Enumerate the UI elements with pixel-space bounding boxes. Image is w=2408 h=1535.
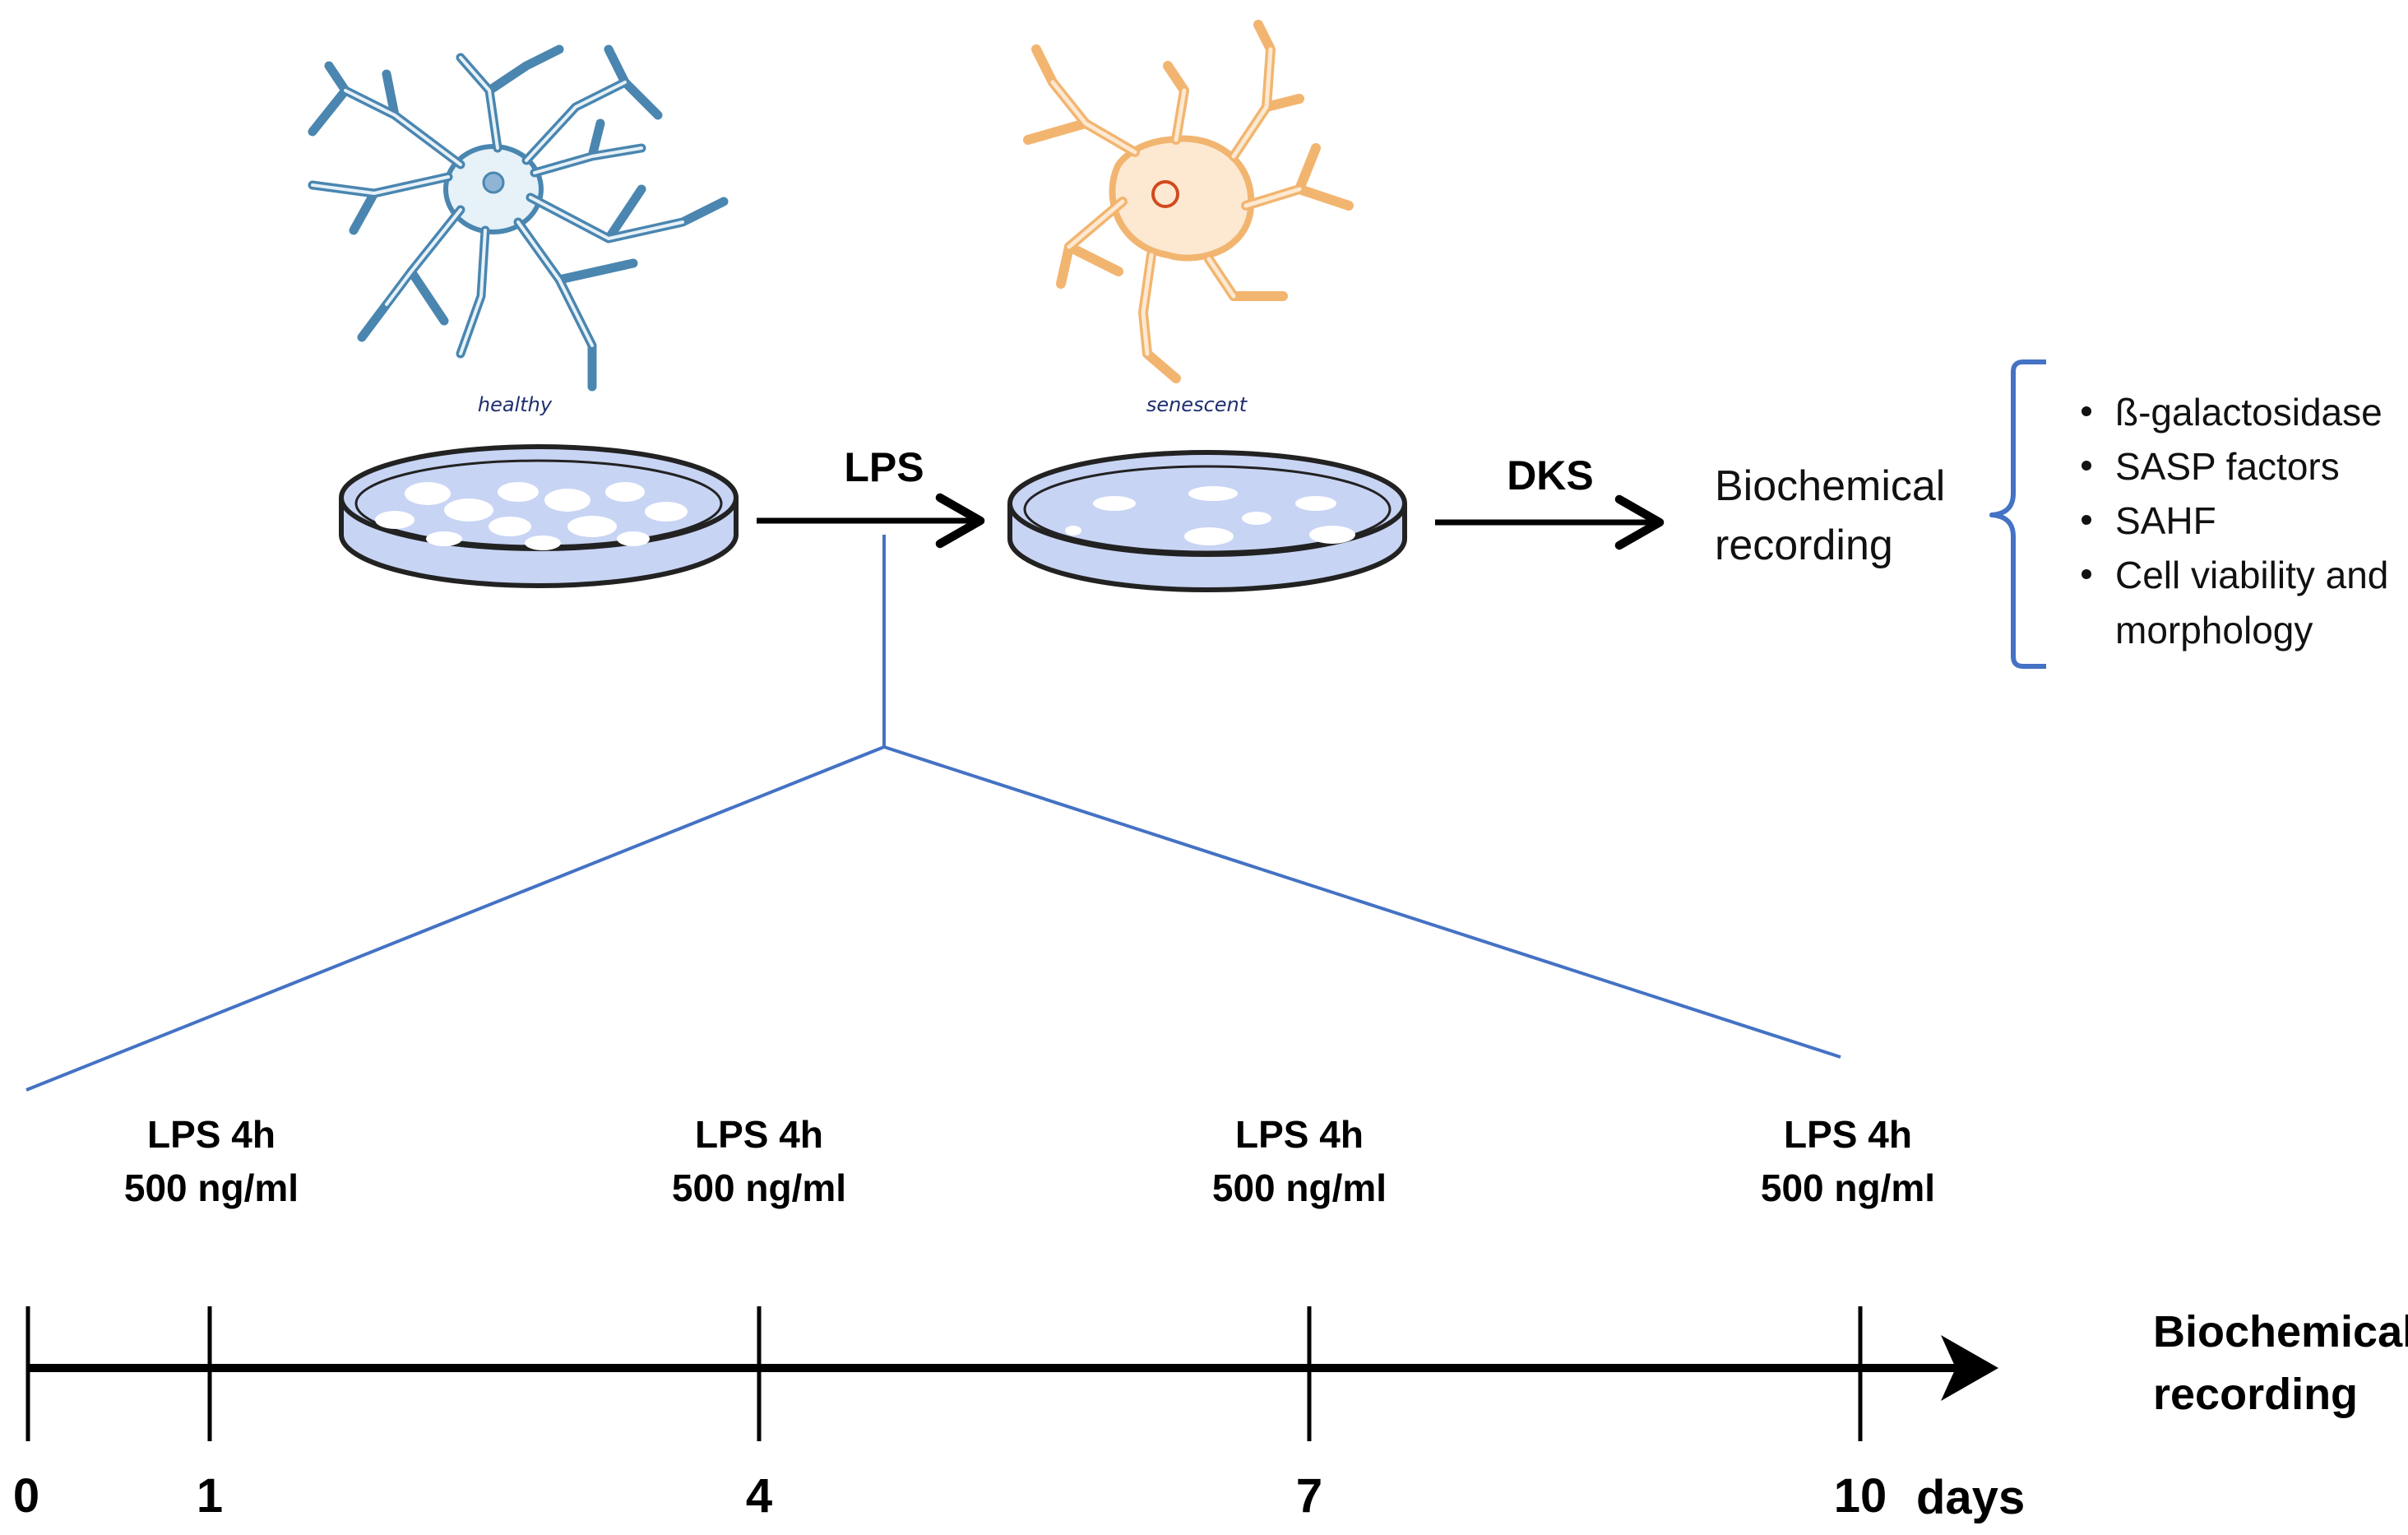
tick-label: 4 <box>746 1469 772 1523</box>
list-item-continuation: morphology <box>2115 609 2313 652</box>
dose-label-day1: LPS 4h 500 ng/ml <box>124 1113 299 1209</box>
svg-text:500 ng/ml: 500 ng/ml <box>1761 1166 1935 1209</box>
svg-text:500 ng/ml: 500 ng/ml <box>124 1166 299 1209</box>
bullet-icon <box>2082 461 2091 471</box>
svg-text:Cell viability and: Cell viability and <box>2115 554 2388 596</box>
healthy-label: healthy <box>478 393 553 416</box>
bullet-icon <box>2082 406 2091 416</box>
bullet-icon <box>2082 515 2091 525</box>
zoom-guide-lines <box>25 535 1841 1092</box>
timeline-end-label-line1: Biochemical <box>2153 1307 2408 1356</box>
dose-label-day10: LPS 4h 500 ng/ml <box>1761 1113 1935 1209</box>
tick-label: 1 <box>197 1469 223 1523</box>
svg-text:SASP factors: SASP factors <box>2115 445 2340 488</box>
dose-label-day7: LPS 4h 500 ng/ml <box>1212 1113 1387 1209</box>
senescent-astrocyte-icon <box>1023 20 1354 383</box>
readout-list: ß-galactosidase SASP factors SAHF Cell v… <box>2082 391 2388 652</box>
timeline-axis <box>25 1306 1998 1441</box>
senescent-culture-dish-icon <box>1007 450 1407 592</box>
timeline-tick-labels: 0 1 4 7 10 days <box>13 1469 2025 1524</box>
tick-label: 7 <box>1296 1469 1322 1523</box>
readout-bracket <box>1989 359 2046 669</box>
healthy-culture-dish-icon <box>339 444 739 588</box>
list-item: SASP factors <box>2082 445 2340 488</box>
timeline-unit-label: days <box>1916 1471 2025 1524</box>
svg-text:ß-galactosidase: ß-galactosidase <box>2115 391 2383 434</box>
dose-label-day4: LPS 4h 500 ng/ml <box>672 1113 846 1209</box>
timeline-end-label-line2: recording <box>2153 1370 2358 1419</box>
list-item: SAHF <box>2082 499 2216 542</box>
svg-text:LPS 4h: LPS 4h <box>147 1113 276 1156</box>
svg-text:LPS 4h: LPS 4h <box>695 1113 823 1156</box>
tick-label: 10 <box>1834 1469 1887 1523</box>
senescent-label: senescent <box>1146 393 1248 416</box>
dks-label: DKS <box>1507 452 1594 499</box>
biochemical-recording-label-line2: recording <box>1715 522 1893 569</box>
svg-text:500 ng/ml: 500 ng/ml <box>1212 1166 1387 1209</box>
list-item: ß-galactosidase <box>2082 391 2383 434</box>
svg-text:SAHF: SAHF <box>2115 499 2216 542</box>
svg-text:LPS 4h: LPS 4h <box>1784 1113 1912 1156</box>
bullet-icon <box>2082 569 2091 579</box>
svg-text:LPS 4h: LPS 4h <box>1235 1113 1364 1156</box>
lps-label: LPS <box>844 444 924 490</box>
healthy-astrocyte-icon <box>308 44 729 392</box>
biochemical-recording-label-line1: Biochemical <box>1715 462 1945 510</box>
svg-text:500 ng/ml: 500 ng/ml <box>672 1166 846 1209</box>
tick-label: 0 <box>13 1469 39 1523</box>
list-item: Cell viability and <box>2082 554 2388 596</box>
